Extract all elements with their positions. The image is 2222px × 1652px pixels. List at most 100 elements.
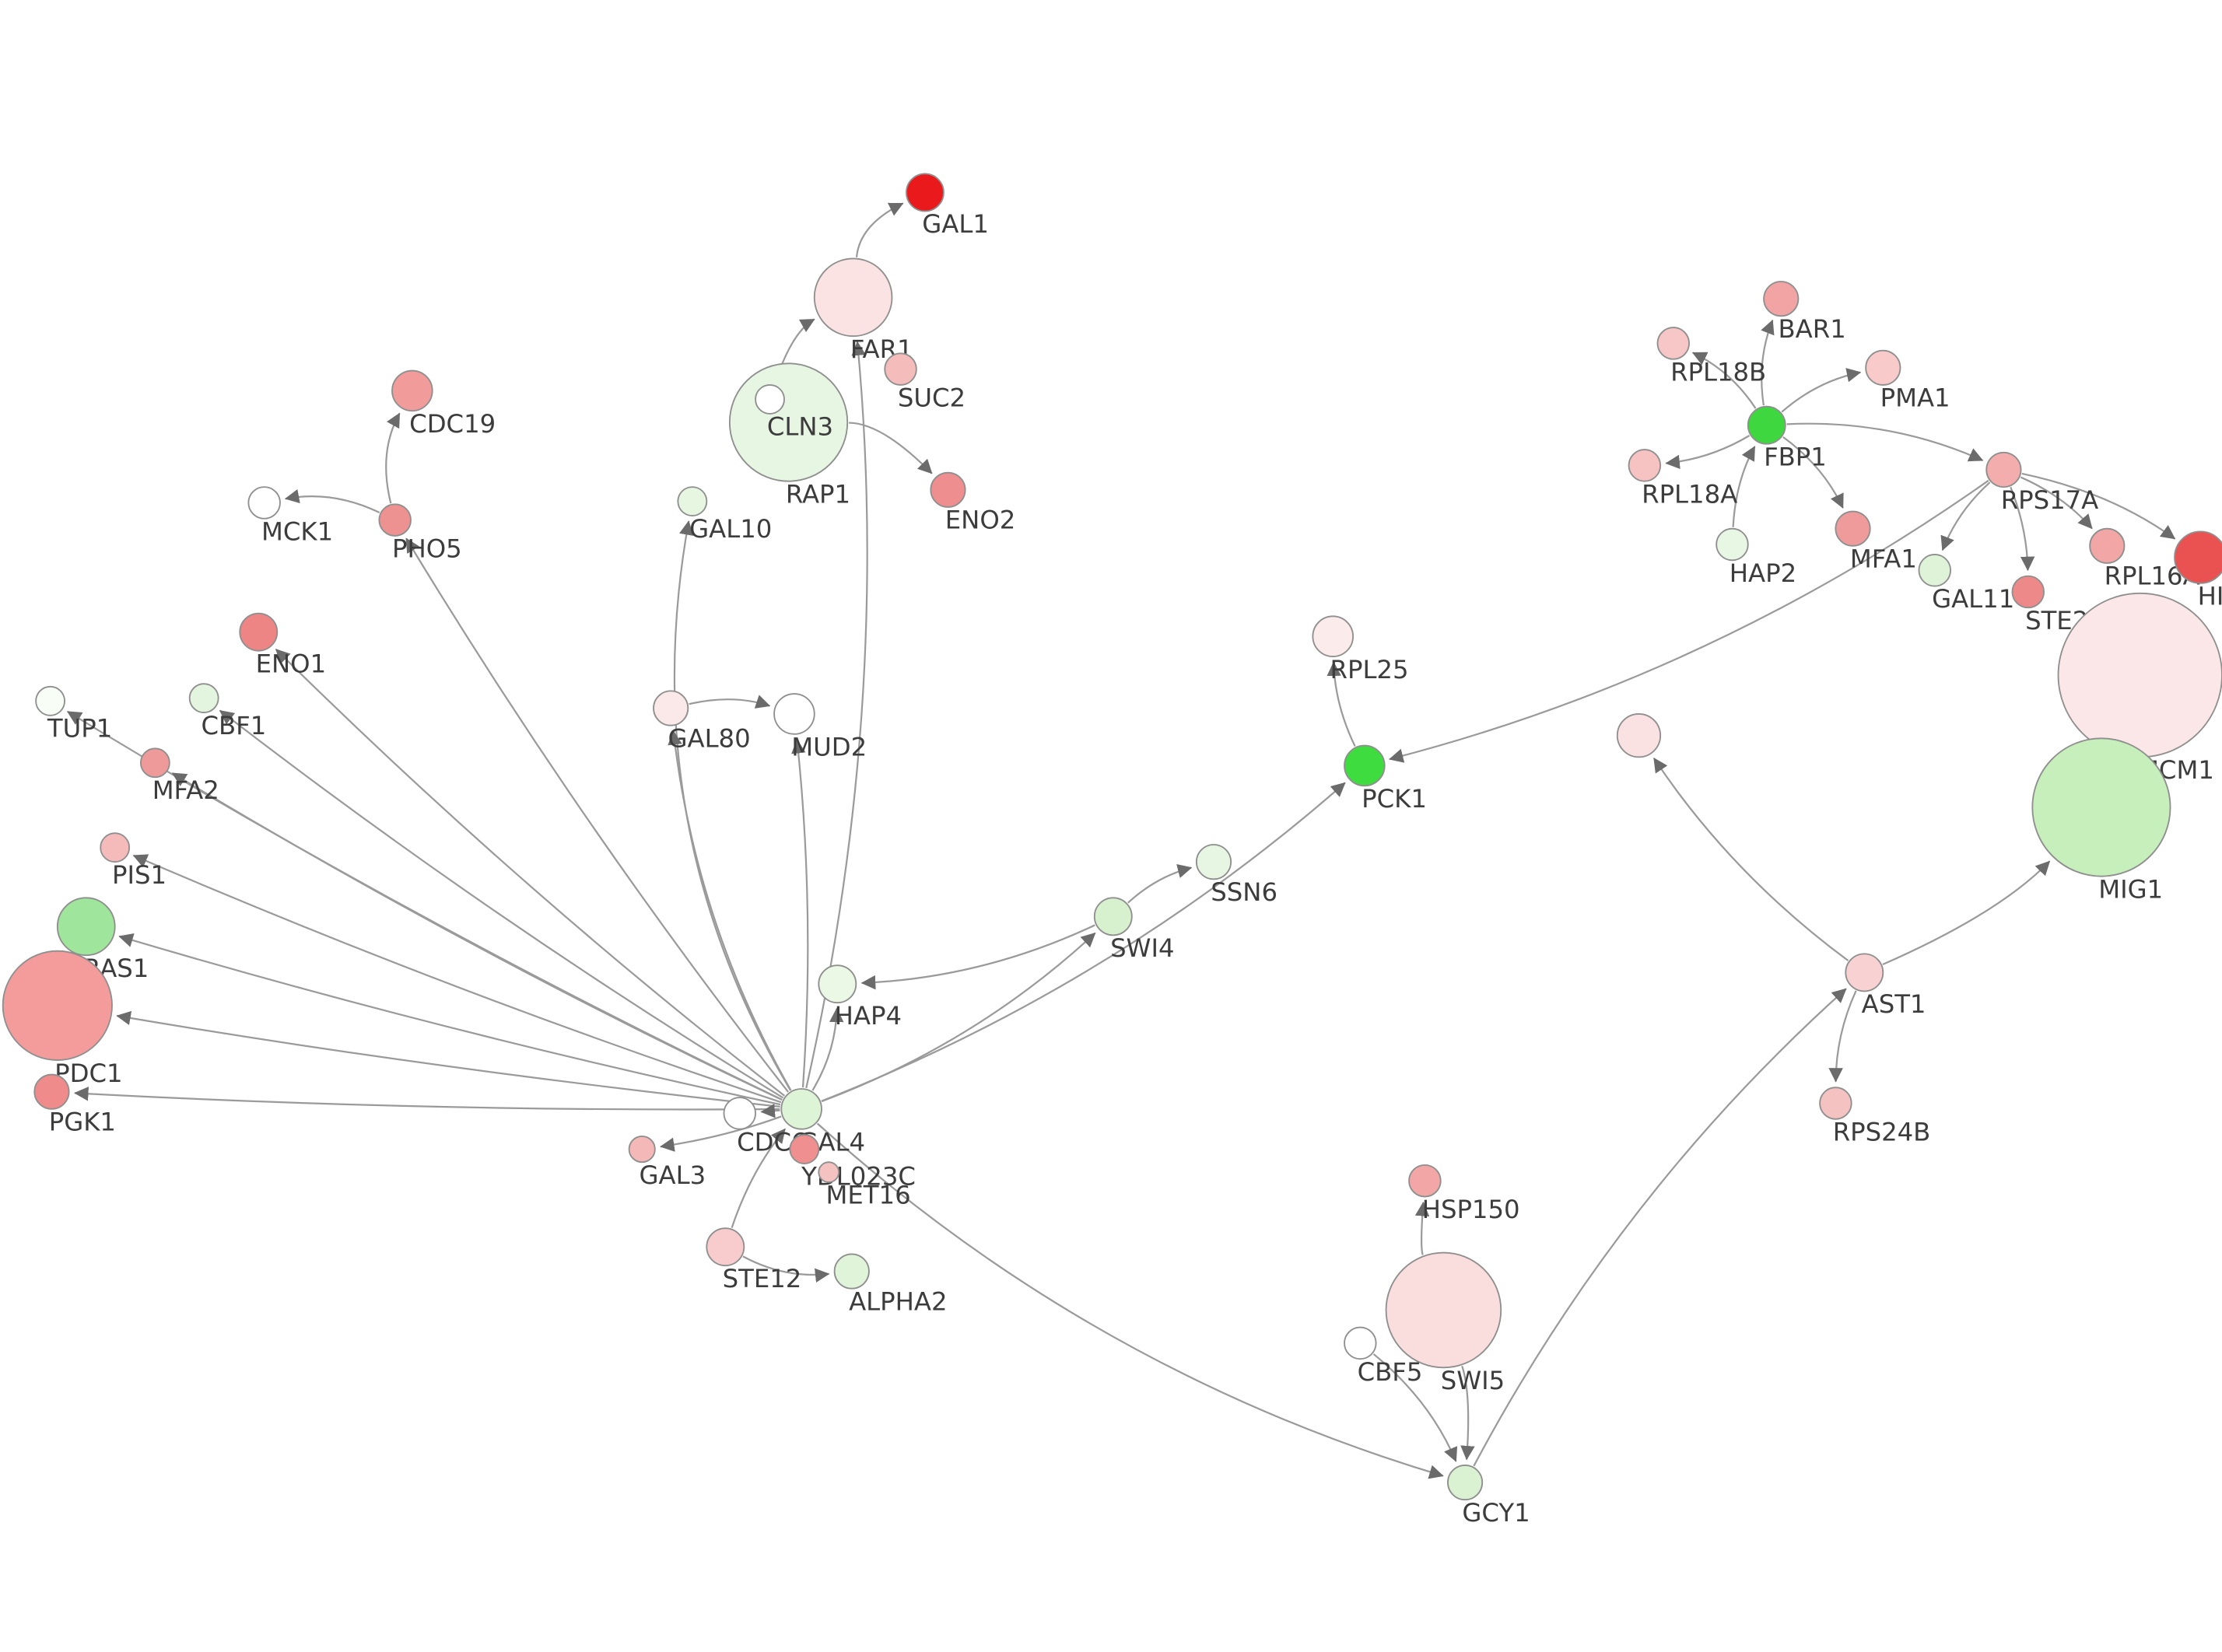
node-SWI4[interactable] [1093, 897, 1133, 936]
node-HSP150[interactable] [1408, 1164, 1442, 1198]
node-CLN3[interactable] [755, 384, 785, 415]
node-GCY1[interactable] [1447, 1464, 1484, 1501]
edge-PHO5-CDC19 [385, 412, 401, 504]
node-label-SUC2: SUC2 [898, 383, 966, 413]
node-RPL18A[interactable] [1628, 449, 1662, 482]
node-GAL80[interactable] [653, 690, 689, 726]
node-YDL023C[interactable] [789, 1134, 820, 1164]
node-label-ENO2: ENO2 [945, 506, 1016, 535]
node-group-RPS17A: RPS17A [1985, 451, 2098, 515]
node-GAL4[interactable] [780, 1088, 822, 1130]
node-ENO1[interactable] [239, 612, 279, 652]
node-HAP2[interactable] [1716, 527, 1749, 562]
node-group-BAR1: BAR1 [1763, 281, 1846, 344]
node-STE2[interactable] [2011, 575, 2045, 609]
node-CBF5[interactable] [1344, 1326, 1377, 1360]
node-label-FBP1: FBP1 [1764, 442, 1827, 471]
node-group-HAP2: HAP2 [1716, 527, 1796, 588]
node-group-PDC1: PDC1 [2, 950, 123, 1088]
node-GAL1[interactable] [906, 173, 945, 212]
node-RPS24B[interactable] [1819, 1087, 1852, 1120]
node-SSN6[interactable] [1195, 844, 1232, 880]
node-PGK1[interactable] [33, 1073, 70, 1110]
node-group-PGK1: PGK1 [33, 1073, 116, 1137]
node-MFA2[interactable] [140, 747, 170, 779]
node-TUP1[interactable] [35, 685, 65, 716]
edge-SWI4-SSN6 [1127, 863, 1193, 904]
node-STE12[interactable] [706, 1227, 745, 1267]
node-PHO5[interactable] [378, 503, 412, 537]
node-CDC6[interactable] [723, 1097, 757, 1130]
node-label-MET16: MET16 [826, 1181, 911, 1210]
node-group-STE12: STE12 [706, 1227, 802, 1293]
node-BAR1[interactable] [1763, 281, 1800, 317]
edge-GAL4-RAS1 [118, 933, 781, 1106]
node-group-TUP1: TUP1 [35, 685, 112, 743]
node-UNK1[interactable] [1616, 713, 1662, 758]
edge-FBP1-PMA1 [1781, 368, 1862, 413]
node-FBP1[interactable] [1747, 405, 1786, 445]
node-RPL25[interactable] [1312, 615, 1354, 657]
node-GAL10[interactable] [677, 486, 708, 516]
node-label-STE12: STE12 [723, 1264, 802, 1293]
node-SUC2[interactable] [884, 352, 917, 386]
node-HIS4[interactable] [2174, 530, 2222, 584]
edge-GAL4-CDC6 [760, 1103, 780, 1118]
node-group-GAL11: GAL11 [1918, 554, 2014, 614]
edge-GAL4-ENO1 [275, 649, 786, 1097]
node-ALPHA2[interactable] [833, 1253, 870, 1290]
node-MIG1[interactable] [2031, 737, 2171, 877]
node-MET16[interactable] [818, 1161, 840, 1183]
node-group-PHO5: PHO5 [378, 503, 462, 564]
node-RPS17A[interactable] [1985, 451, 2022, 488]
edge-PHO5-MCK1 [284, 488, 380, 513]
edge-GAL4-GCY1 [816, 1122, 1444, 1479]
node-MUD2[interactable] [773, 693, 815, 735]
node-MCM1[interactable] [2057, 592, 2222, 758]
node-layer: GAL1FAR1SUC2RAP1CLN3ENO2GAL10CDC19MCK1PH… [2, 173, 2222, 1528]
edge-GAL4-GAL80 [668, 730, 792, 1091]
edge-FBP1-RPL18B [1691, 352, 1757, 409]
node-group-PMA1: PMA1 [1865, 349, 1950, 413]
node-CBF1[interactable] [188, 683, 219, 714]
node-PIS1[interactable] [100, 832, 131, 863]
node-label-CBF5: CBF5 [1358, 1357, 1423, 1387]
edge-RPS17A-STE2 [2010, 486, 2035, 572]
node-label-PIS1: PIS1 [112, 860, 166, 890]
node-group-AST1: AST1 [1845, 953, 1926, 1019]
node-RPL18B[interactable] [1656, 327, 1690, 360]
node-MFA1[interactable] [1835, 510, 1871, 547]
edge-FBP1-RPS17A [1786, 422, 1984, 462]
edge-STE12-ALPHA2 [742, 1255, 830, 1283]
node-HAP4[interactable] [818, 964, 857, 1004]
node-PDC1[interactable] [2, 950, 113, 1061]
node-PCK1[interactable] [1344, 744, 1386, 787]
node-label-PHO5: PHO5 [392, 534, 462, 564]
node-group-HIS4: HIS4 [2174, 530, 2222, 611]
node-group-CBF1: CBF1 [188, 683, 266, 740]
node-group-SSN6: SSN6 [1195, 844, 1277, 907]
node-AST1[interactable] [1845, 953, 1884, 992]
edge-RPS17A-HIS4 [2021, 472, 2176, 540]
node-PMA1[interactable] [1865, 349, 1901, 386]
node-group-RPL18A: RPL18A [1628, 449, 1737, 509]
node-group-CLN3: CLN3 [755, 384, 833, 442]
node-FAR1[interactable] [813, 257, 893, 338]
node-RAS1[interactable] [56, 897, 116, 957]
node-SWI5[interactable] [1385, 1251, 1502, 1369]
edge-GAL4-GAL10 [673, 520, 792, 1091]
edge-PCK1-RPL25 [1327, 661, 1356, 747]
node-MCK1[interactable] [247, 486, 281, 520]
node-group-MIG1: MIG1 [2031, 737, 2171, 904]
node-CDC19[interactable] [391, 369, 433, 412]
node-label-SSN6: SSN6 [1211, 877, 1277, 907]
node-GAL11[interactable] [1918, 554, 1951, 587]
node-label-GAL80: GAL80 [668, 723, 750, 753]
node-GAL3[interactable] [628, 1136, 656, 1164]
node-group-RPS24B: RPS24B [1819, 1087, 1930, 1146]
node-RPL16A[interactable] [2089, 527, 2126, 564]
node-ENO2[interactable] [930, 471, 966, 508]
node-group-CBF5: CBF5 [1344, 1326, 1423, 1387]
